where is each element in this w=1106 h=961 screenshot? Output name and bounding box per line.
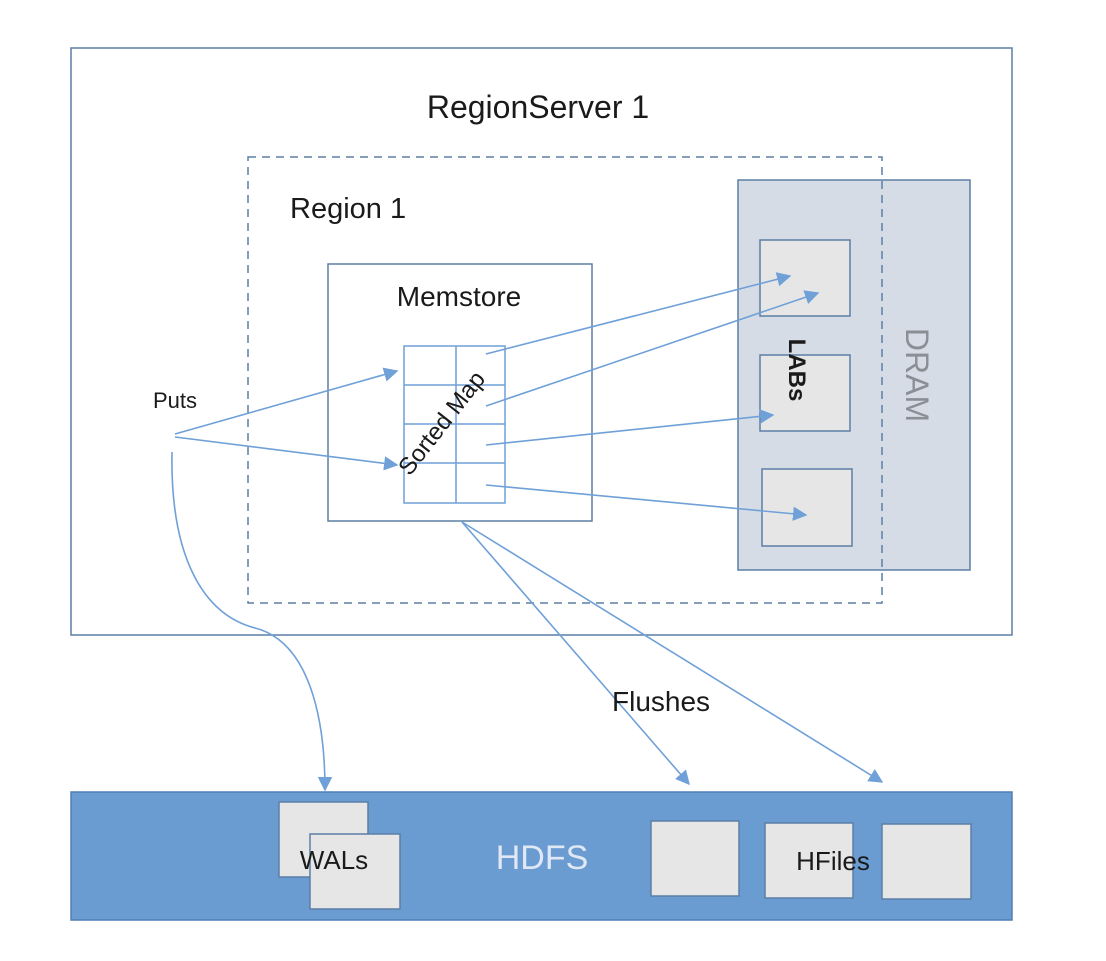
region-box (247, 156, 883, 604)
lab-arrow (485, 272, 792, 355)
arrows (171, 272, 884, 792)
hfiles-label: HFiles (796, 846, 870, 876)
flushes-label: Flushes (612, 686, 710, 717)
lab-box (761, 468, 853, 547)
dram-label: DRAM (899, 328, 935, 422)
lab-arrow (485, 484, 808, 521)
flush-arrow (461, 521, 690, 786)
lab-box (759, 239, 851, 317)
wal-arrow (171, 451, 333, 792)
lab-arrow (485, 409, 775, 446)
flush-arrow (461, 521, 884, 783)
memstore-box (327, 263, 593, 522)
region-label: Region 1 (290, 193, 406, 225)
hdfs-label: HDFS (496, 839, 589, 877)
hdfs-band (70, 791, 1013, 921)
memstore-label: Memstore (397, 281, 521, 312)
wal-box (309, 833, 401, 910)
hfile-box (650, 820, 740, 897)
sorted-map-grid (403, 345, 506, 504)
wals-label: WALs (300, 845, 368, 875)
lab-box (759, 354, 851, 432)
hfile-box (764, 822, 854, 899)
hfile-box (881, 823, 972, 900)
puts-label: Puts (153, 388, 197, 413)
regionserver-label: RegionServer 1 (427, 89, 649, 125)
puts-arrow (174, 436, 399, 471)
labs-label: LABs (783, 339, 810, 402)
lab-arrow (485, 290, 820, 407)
puts-arrow (174, 367, 399, 435)
